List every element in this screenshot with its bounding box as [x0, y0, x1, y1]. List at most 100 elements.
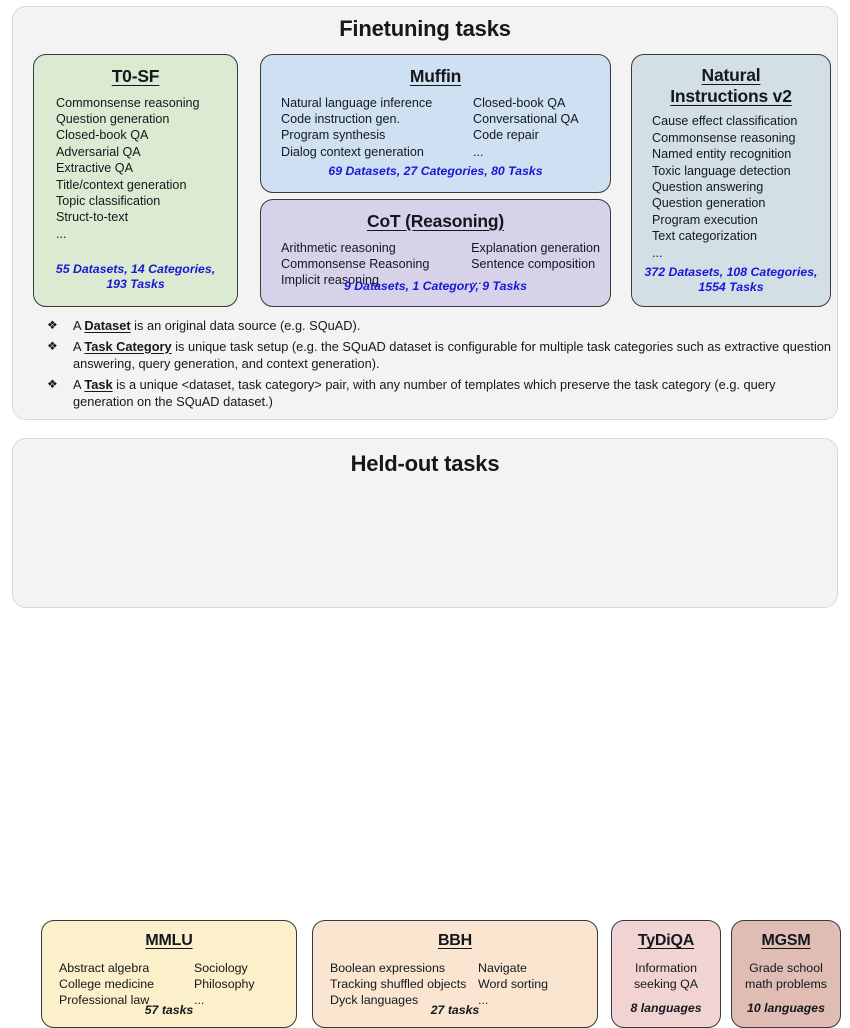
card-cot-title: CoT (Reasoning)	[367, 211, 504, 231]
card-mgsm-title: MGSM	[761, 932, 811, 949]
list-item: Adversarial QA	[56, 144, 141, 159]
card-natural-instructions-v2-stats: 372 Datasets, 108 Categories, 1554 Tasks	[632, 265, 830, 295]
definition-text: A Task is a unique <dataset, task catego…	[73, 376, 837, 411]
finetuning-tasks-panel: Finetuning tasks T0-SF Commonsense reaso…	[12, 6, 838, 420]
list-item: Cause effect classification	[652, 114, 798, 129]
finetuning-panel-title: Finetuning tasks	[339, 16, 511, 41]
list-item-ellipsis: ...	[471, 273, 482, 288]
definition-term: Task Category	[84, 338, 172, 354]
stat-line-1: 10 languages	[747, 1001, 825, 1015]
list-item: Conversational QA	[473, 112, 579, 127]
definition-text: A Dataset is an original data source (e.…	[73, 317, 837, 335]
list-item: Tracking shuffled objects	[330, 976, 467, 991]
definition-rest: is unique task setup (e.g. the SQuAD dat…	[73, 338, 832, 372]
card-natural-instructions-v2-items: Cause effect classification Commonsense …	[642, 113, 820, 261]
card-t0sf-title: T0-SF	[111, 66, 160, 86]
card-cot: CoT (Reasoning) Arithmetic reasoning Com…	[260, 199, 611, 307]
card-bbh-title: BBH	[437, 932, 473, 949]
definition-term: Task	[84, 376, 113, 392]
definition-dataset: ❖ A Dataset is an original data source (…	[47, 317, 837, 335]
diamond-bullet-icon: ❖	[47, 318, 58, 332]
card-bbh: BBH Boolean expressions Tracking shuffle…	[312, 920, 598, 1028]
list-item: Philosophy	[194, 976, 255, 991]
list-item: Natural language inference	[281, 95, 433, 110]
list-item: Dialog context generation	[281, 144, 424, 159]
diamond-bullet-icon: ❖	[47, 338, 58, 353]
card-bbh-stats: 27 tasks	[313, 1003, 597, 1018]
card-tydiqa-stats: 8 languages	[612, 1001, 720, 1016]
stat-line-1: 27 tasks	[430, 1003, 480, 1017]
definition-task-category: ❖ A Task Category is unique task setup (…	[47, 338, 837, 373]
title-line-2: Instructions v2	[670, 85, 792, 106]
list-item: Toxic language detection	[652, 163, 791, 178]
stat-line-1: 8 languages	[630, 1001, 702, 1015]
list-item: Abstract algebra	[59, 960, 150, 975]
heldout-panel-title: Held-out tasks	[350, 451, 500, 476]
list-item: Question answering	[652, 179, 764, 194]
card-natural-instructions-v2-title: Natural Instructions v2	[642, 65, 820, 106]
definition-rest: is an original data source (e.g. SQuAD).	[130, 318, 361, 333]
title-line-1: Natural	[701, 65, 761, 85]
list-item: Implicit reasoning	[281, 273, 379, 288]
list-item: Information	[635, 960, 697, 975]
card-cot-stats: 9 Datasets, 1 Category, 9 Tasks	[261, 279, 610, 294]
list-item: Explanation generation	[471, 240, 600, 255]
card-t0sf-stats: 55 Datasets, 14 Categories, 193 Tasks	[34, 262, 237, 292]
definition-prefix: A	[73, 338, 85, 354]
card-t0sf: T0-SF Commonsense reasoning Question gen…	[33, 54, 238, 307]
list-item: Commonsense reasoning	[652, 130, 796, 145]
list-item: Struct-to-text	[56, 210, 129, 225]
card-cot-items: Arithmetic reasoning Commonsense Reasoni…	[271, 240, 600, 289]
list-item: Title/context generation	[56, 177, 187, 192]
list-item: College medicine	[59, 976, 155, 991]
stat-line-1: 372 Datasets, 108 Categories,	[644, 265, 818, 279]
list-item-ellipsis: ...	[652, 245, 663, 260]
list-item: Extractive QA	[56, 161, 133, 176]
definition-prefix: A	[73, 376, 85, 392]
held-out-tasks-panel: Held-out tasks MMLU Abstract algebra Col…	[12, 438, 841, 1028]
card-natural-instructions-v2: Natural Instructions v2 Cause effect cla…	[631, 54, 831, 307]
list-item: Question generation	[56, 112, 170, 127]
card-tydiqa-items: Information seeking QA	[622, 960, 710, 992]
list-item: Text categorization	[652, 229, 758, 244]
list-item: Program execution	[652, 212, 758, 227]
card-t0sf-items: Commonsense reasoning Question generatio…	[44, 95, 227, 243]
definition-text: A Task Category is unique task setup (e.…	[73, 338, 837, 373]
definition-prefix: A	[73, 318, 85, 333]
definition-term: Dataset	[84, 318, 131, 333]
list-item: Commonsense Reasoning	[281, 257, 430, 272]
card-tydiqa: TyDiQA Information seeking QA 8 language…	[611, 920, 721, 1028]
list-item: Code repair	[473, 128, 539, 143]
stat-line-1: 69 Datasets, 27 Categories, 80 Tasks	[328, 164, 543, 178]
card-mmlu: MMLU Abstract algebra College medicine P…	[41, 920, 297, 1028]
diamond-bullet-icon: ❖	[47, 376, 58, 391]
list-item: Named entity recognition	[652, 147, 792, 162]
list-item: Word sorting	[478, 976, 549, 991]
card-mmlu-title: MMLU	[145, 932, 193, 949]
list-item: Program synthesis	[281, 128, 386, 143]
list-item-ellipsis: ...	[473, 144, 484, 159]
definition-task: ❖ A Task is a unique <dataset, task cate…	[47, 376, 837, 411]
list-item: Closed-book QA	[473, 95, 566, 110]
list-item: Code instruction gen.	[281, 112, 401, 127]
list-item: Topic classification	[56, 194, 161, 209]
list-item: Sociology	[194, 960, 248, 975]
stat-line-1: 9 Datasets, 1 Category, 9 Tasks	[344, 279, 527, 293]
card-muffin-stats: 69 Datasets, 27 Categories, 80 Tasks	[261, 164, 610, 179]
card-mgsm-stats: 10 languages	[732, 1001, 840, 1016]
card-muffin: Muffin Natural language inference Code i…	[260, 54, 611, 193]
list-item: Sentence composition	[471, 257, 596, 272]
list-item: math problems	[745, 976, 827, 991]
card-muffin-items: Natural language inference Code instruct…	[271, 95, 600, 161]
list-item: Commonsense reasoning	[56, 95, 200, 110]
card-mmlu-items: Abstract algebra College medicine Profes…	[52, 960, 286, 1008]
stat-line-2: 1554 Tasks	[698, 280, 764, 294]
list-item: Question generation	[652, 196, 766, 211]
list-item-ellipsis: ...	[56, 226, 67, 241]
card-mmlu-stats: 57 tasks	[42, 1003, 296, 1018]
list-item: seeking QA	[633, 976, 699, 991]
card-mgsm-items: Grade school math problems	[742, 960, 830, 992]
definition-rest: is a unique <dataset, task category> pai…	[73, 376, 776, 410]
list-item: Grade school	[749, 960, 823, 975]
list-item: Arithmetic reasoning	[281, 240, 396, 255]
